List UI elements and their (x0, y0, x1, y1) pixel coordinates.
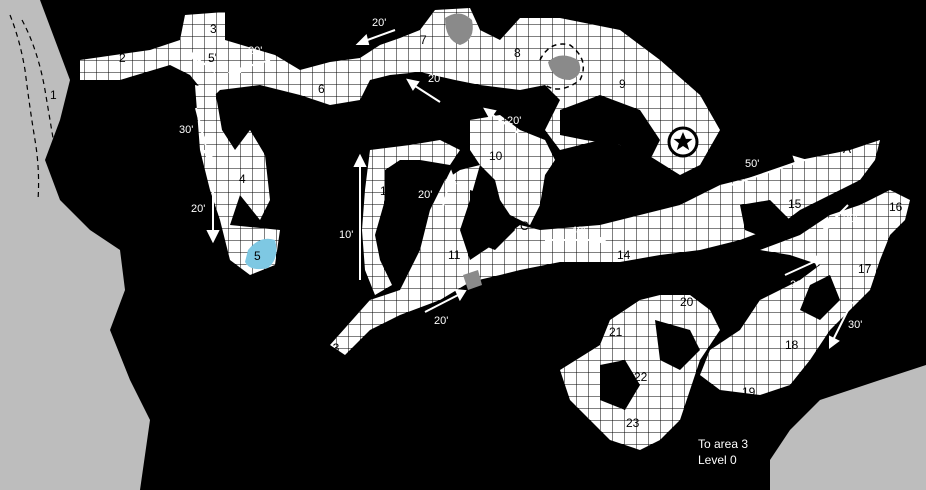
distance-label: 20' (418, 189, 432, 201)
area-label: 13 (326, 341, 340, 355)
distance-label: 30' (843, 213, 857, 225)
secret-passage-dashed (539, 43, 585, 90)
area-labels: 1 2 3 4 5 6 7 8 9 10 11 12 13 14 15 16 1… (50, 22, 903, 430)
connector-label: A (553, 154, 561, 168)
distance-label: 20' (191, 203, 205, 215)
exit-note-line1: To area 3 (698, 437, 749, 451)
distance-label: 50' (745, 158, 759, 170)
connector-label: B (461, 140, 469, 154)
passage-arrows (188, 29, 853, 349)
distance-label: 10' (339, 229, 353, 241)
connector-labels: A B C A (461, 140, 851, 233)
rubble-feature-3 (463, 270, 482, 290)
area-label: 5 (254, 249, 261, 263)
area-label: 18 (785, 338, 799, 352)
area-label: 16 (889, 200, 903, 214)
rubble-feature (445, 13, 473, 45)
pool-water (245, 238, 277, 270)
area-label: 7 (420, 33, 427, 47)
area-label: 10 (489, 149, 503, 163)
surface-right (770, 365, 926, 490)
compass-star-icon (667, 126, 699, 158)
connector-label: C (520, 219, 529, 233)
area-label: 19 (742, 385, 756, 399)
area-label: 14 (617, 248, 631, 262)
area-label: 3 (210, 22, 217, 36)
distance-label: 20' (372, 17, 386, 29)
distance-label: 20' (507, 115, 521, 127)
area-label: 11 (448, 248, 461, 262)
area-label: 8 (514, 46, 521, 60)
distance-label: 20' (790, 279, 804, 291)
area-label: 21 (609, 325, 623, 339)
area-label: 1 (50, 88, 57, 102)
area-label: 9 (619, 77, 626, 91)
area-label: 17 (858, 262, 872, 276)
connector-label: A (843, 142, 851, 156)
surface-left (0, 0, 150, 490)
area-label: 12 (380, 184, 394, 198)
distance-label: 20' (248, 45, 262, 57)
distance-labels: 20' 20' 5' 20' 30' 20' 10' 20' 20' 40' 5… (179, 17, 862, 331)
area-label: 4 (239, 172, 246, 186)
distance-label: 30' (179, 124, 193, 136)
distance-label: 20' (434, 315, 448, 327)
exit-note-line2: Level 0 (698, 453, 737, 467)
distance-label: 5' (208, 51, 217, 65)
area-label: 22 (634, 370, 648, 384)
distance-label: 30' (848, 319, 862, 331)
area-label: 15 (788, 197, 802, 211)
distance-label: 40' (571, 225, 585, 237)
area-label: 2 (119, 51, 126, 65)
rock-islands (400, 82, 840, 410)
distance-label: 20' (428, 73, 442, 85)
cliff-lines (9, 14, 61, 201)
exit-note: To area 3 Level 0 (698, 436, 748, 468)
area-label: 23 (626, 416, 640, 430)
rubble-feature-2 (548, 55, 581, 80)
area-label: 20 (680, 295, 694, 309)
area-label: 6 (318, 82, 325, 96)
